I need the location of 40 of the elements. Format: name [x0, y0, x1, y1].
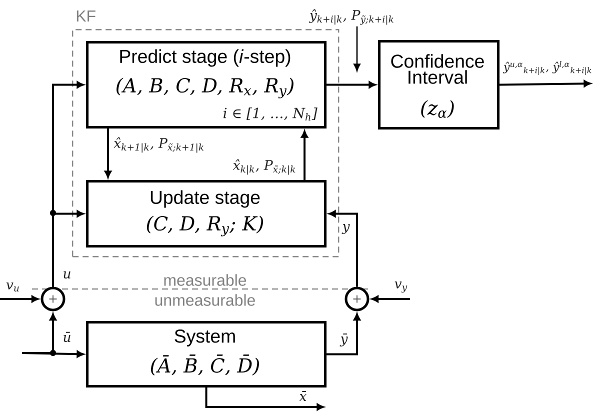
- formula: (A, B, C, D, R$_{x}$, R$_{y}$): [116, 78, 294, 98]
- edge-label: x̂$_{k+1|k}$, P$_{x̃;k+1|k}$: [114, 137, 204, 153]
- arrow: [22, 350, 84, 358]
- arrow: [371, 296, 410, 302]
- box-title: Confidence Interval: [391, 54, 484, 84]
- edge-label: u: [64, 271, 70, 279]
- edge-label: v$_{u}$: [6, 282, 19, 292]
- box-title: Update stage: [150, 190, 260, 208]
- formula: (C, D, R$_{y}$; K): [146, 216, 264, 236]
- summing-junction: +: [344, 286, 370, 312]
- block-box: [86, 180, 327, 248]
- edge-label: x̄: [299, 391, 307, 401]
- arrow: [205, 388, 324, 410]
- edge-label: y: [342, 224, 350, 234]
- box-title: Predict stage (i-step): [120, 49, 290, 67]
- formula: (Ā, B̄, C̄, D̄): [151, 354, 259, 376]
- group-label: KF: [76, 10, 96, 22]
- formula: (z$_{α}$): [421, 100, 454, 118]
- edge-label: ȳ: [340, 334, 348, 346]
- block-box: [378, 40, 500, 130]
- edge-label: x̂$_{k|k}$, P$_{x̃;k|k}$: [232, 159, 296, 175]
- arrow: [52, 210, 84, 287]
- arrow: [500, 80, 591, 88]
- arrow: [104, 128, 112, 178]
- annotation-text: ŷ$_{k+i|k}$, P$_{ỹ;k+i|k}$: [308, 9, 394, 25]
- arrow: [328, 210, 358, 287]
- block-box: [86, 41, 327, 129]
- summing-junction: +: [40, 286, 66, 312]
- arrow: [301, 130, 308, 180]
- edge-label: v$_{y}$: [394, 282, 408, 292]
- arrow: [326, 81, 376, 88]
- block-box: [86, 321, 327, 388]
- box-title: System: [174, 330, 235, 346]
- arrow: [0, 296, 39, 302]
- index-range: i ∈ [1, …, N$_{h}$]: [224, 107, 318, 121]
- region-label: measurable: [164, 274, 246, 286]
- region-label: unmeasurable: [155, 294, 255, 306]
- leader-line: [354, 26, 360, 72]
- edge-label: ū: [64, 332, 70, 342]
- arrow: [326, 313, 360, 356]
